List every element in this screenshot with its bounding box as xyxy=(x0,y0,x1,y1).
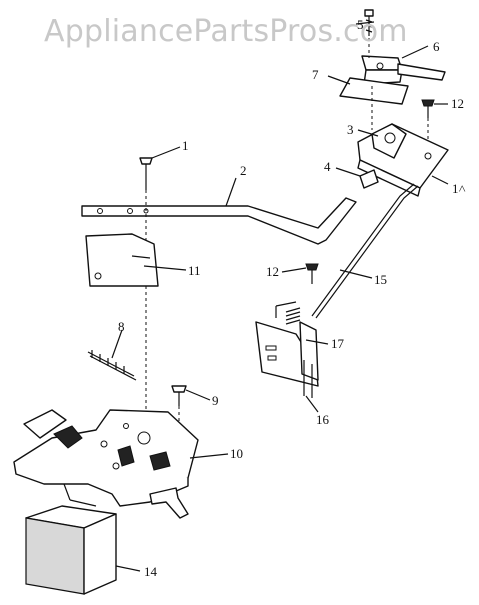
part-6-switch xyxy=(361,55,446,85)
callout-13: 1˄ xyxy=(452,181,466,196)
part-8-spring xyxy=(87,350,137,381)
callout-2: 2 xyxy=(240,163,247,178)
callout-9: 9 xyxy=(212,393,219,408)
part-10-base xyxy=(13,409,199,519)
callout-12-top: 12 xyxy=(451,96,464,111)
part-5-screw xyxy=(364,9,374,58)
callout-1: 1 xyxy=(182,138,189,153)
watermark-logo: AppliancePartsPros.com xyxy=(44,14,408,49)
part-14-block xyxy=(25,505,117,595)
callout-12-mid: 12 xyxy=(266,264,279,279)
part-4-connector xyxy=(359,169,379,189)
part-16-bracket xyxy=(255,301,319,398)
part-1-screw xyxy=(139,157,153,420)
callout-16: 16 xyxy=(316,412,329,427)
callout-4: 4 xyxy=(324,159,331,174)
leader-lines xyxy=(111,21,449,572)
callout-8: 8 xyxy=(118,319,125,334)
callout-3: 3 xyxy=(347,122,354,137)
part-7-plate xyxy=(339,77,409,130)
part-13-bracket xyxy=(357,123,449,197)
callout-11: 11 xyxy=(188,263,201,278)
part-15-rod xyxy=(311,183,419,319)
callout-10: 10 xyxy=(230,446,243,461)
callout-5: 5 xyxy=(357,17,364,32)
callout-14: 14 xyxy=(144,564,157,579)
callout-7: 7 xyxy=(312,67,319,82)
part-12-screw-mid xyxy=(305,263,319,284)
callout-6: 6 xyxy=(433,39,440,54)
part-11-plate xyxy=(85,233,159,287)
callout-17: 17 xyxy=(331,336,344,351)
callout-15: 15 xyxy=(374,272,387,287)
